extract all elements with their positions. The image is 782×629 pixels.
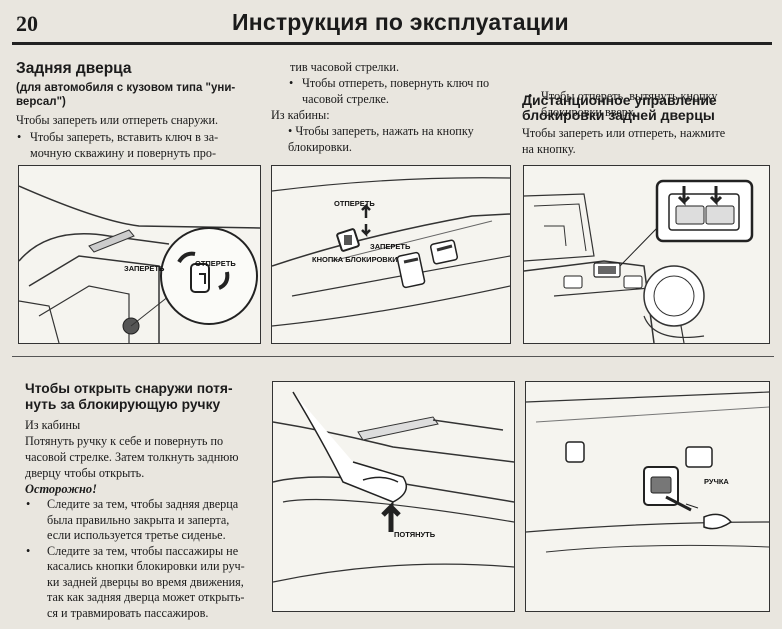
figure-key-lock: ЗАПЕРЕТЬ ОТПЕРЕТЬ [18,165,261,344]
label-unlock: ОТПЕРЕТЬ [195,259,236,268]
label-pull: ПОТЯНУТЬ [394,530,436,539]
section-heading-remote: Дистанционное управление блокировки задн… [522,92,717,123]
col2-text: тив часовой стрелки. Чтобы отпереть, пов… [271,59,518,155]
section-heading-open-outside: Чтобы открыть снаружи потя- нуть за блок… [25,381,233,412]
open-from-cabin-text: Из кабины Потянуть ручку к себе и поверн… [25,418,239,480]
bullet-unlock-pull: Чтобы отпереть, вытянуть кнопку блокиров… [527,88,781,120]
caution-item: Следите за тем, чтобы пассажиры некасали… [25,544,270,622]
remote-text: Чтобы запереть или отпереть, нажмите на … [522,126,726,156]
label-lock: ЗАПЕРЕТЬ [124,264,165,273]
figure-lock-button: ОТПЕРЕТЬ ЗАПЕРЕТЬ КНОПКА БЛОКИРОВКИ [271,165,511,344]
section-subheading: (для автомобиля с кузовом типа "уни- вер… [16,82,236,108]
label-unlock: ОТПЕРЕТЬ [334,199,375,208]
section-divider [12,356,774,357]
figure-remote-switch [523,165,770,344]
page-title: Инструкция по эксплуатации [232,9,569,35]
section-heading-rear-door: Задняя дверца [16,60,132,77]
label-lock-button: КНОПКА БЛОКИРОВКИ [312,255,398,264]
label-lock: ЗАПЕРЕТЬ [370,242,411,251]
figure-pull-handle: ПОТЯНУТЬ [272,381,515,612]
intro-text: Чтобы запереть или отпереть снаружи. [16,113,219,127]
page-number: 20 [16,11,38,36]
bullet-lock-with-key: Чтобы запереть, вставить ключ в за- мочн… [16,129,270,161]
header-rule [12,42,772,45]
caution-heading: Осторожно! [25,482,97,496]
caution-item: Следите за тем, чтобы задняя дверцабыла … [25,497,270,544]
caution-list: Следите за тем, чтобы задняя дверцабыла … [25,497,270,621]
label-handle: РУЧКА [704,477,729,486]
figure-handle: РУЧКА [525,381,770,612]
